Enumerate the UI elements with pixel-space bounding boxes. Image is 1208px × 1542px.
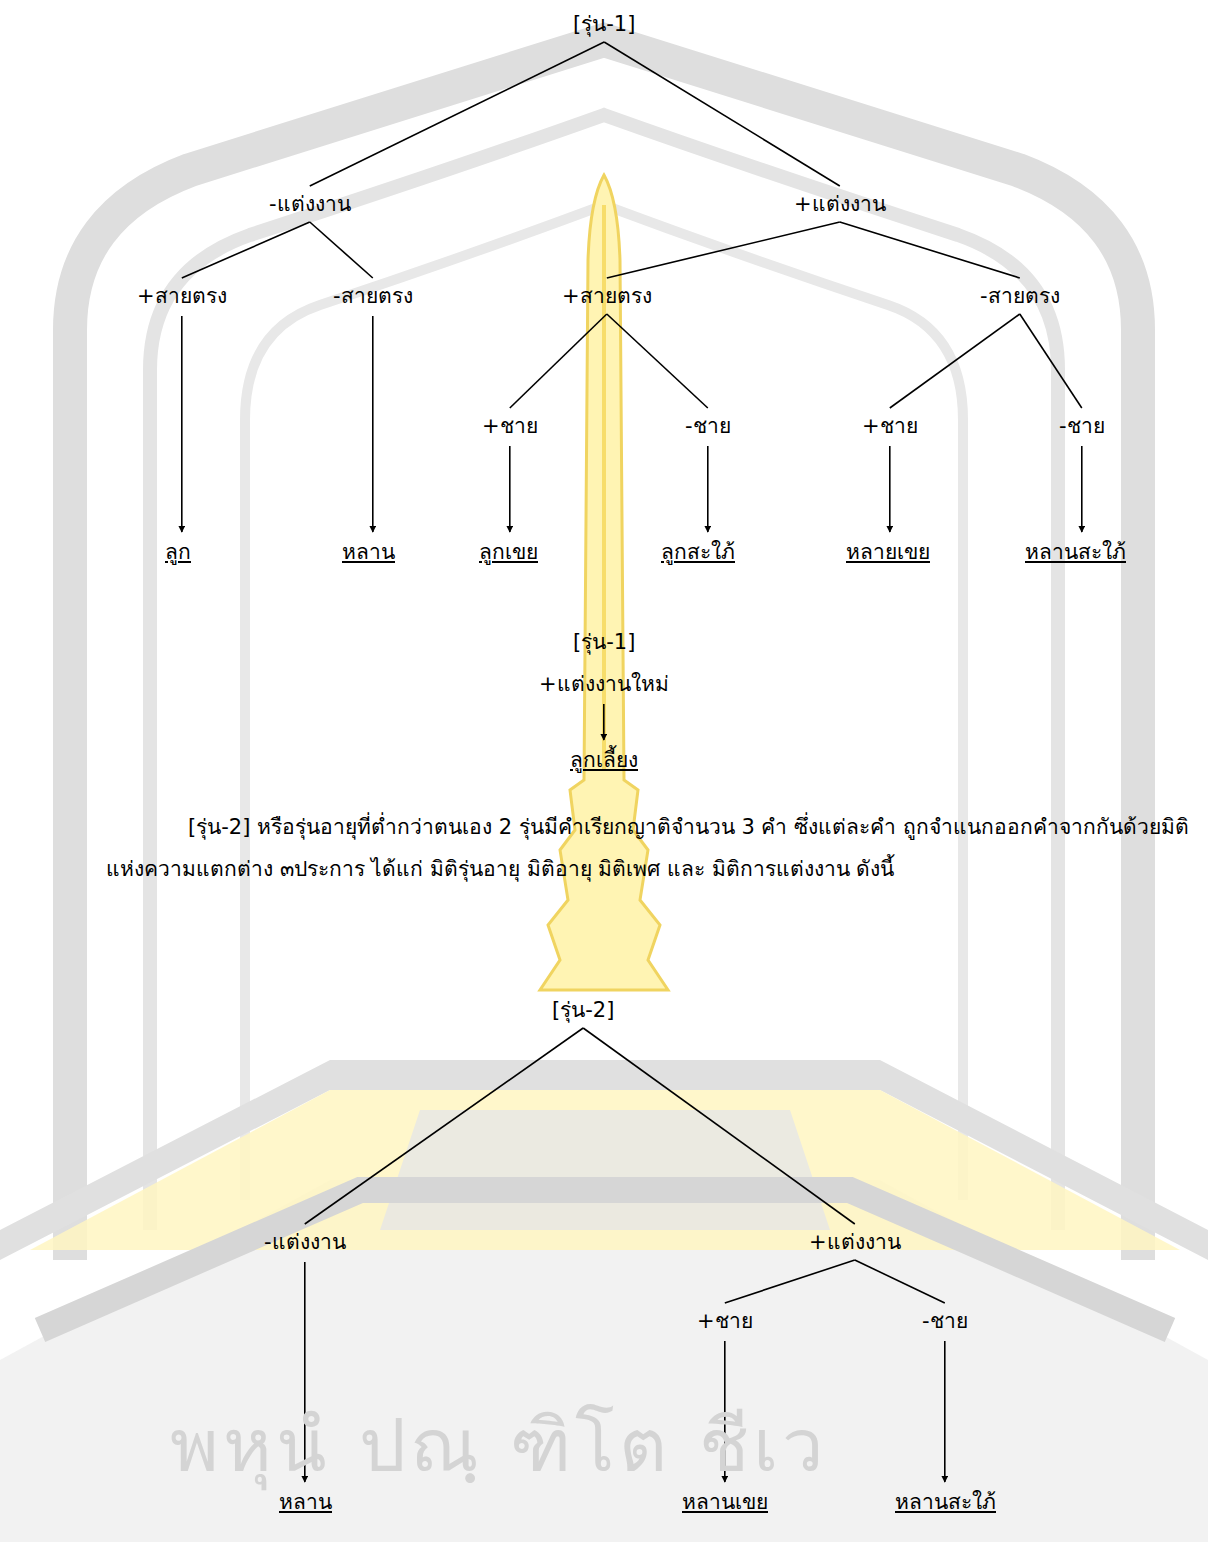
feature-node: +ชาย	[858, 410, 922, 442]
arrow-line	[509, 446, 511, 532]
node-text: [รุ่น-1]	[573, 12, 635, 36]
arrow-line	[603, 704, 605, 740]
node-text: หลาน	[342, 540, 395, 564]
kin-term: หลานเขย	[678, 1486, 772, 1518]
node-text: -แต่งงาน	[264, 1230, 346, 1254]
node-text: +แต่งงาน	[794, 192, 886, 216]
feature-node: -ชาย	[681, 410, 735, 442]
feature-node: -สายตรง	[976, 280, 1064, 312]
kin-term: ลูก	[161, 536, 195, 568]
node-text: -ชาย	[685, 414, 731, 438]
node-text: +ชาย	[697, 1309, 753, 1333]
node-text: หลานเขย	[682, 1490, 768, 1514]
node-text: [รุ่น-1]	[573, 630, 635, 654]
feature-node: [รุ่น-1]	[569, 626, 639, 658]
node-text: +แต่งงานใหม่	[539, 672, 669, 696]
node-text: +แต่งงาน	[809, 1230, 901, 1254]
arrow-line	[889, 446, 891, 532]
node-text: +ชาย	[482, 414, 538, 438]
arrow-line	[1081, 446, 1083, 532]
node-text: -ชาย	[1059, 414, 1105, 438]
node-text: -สายตรง	[980, 284, 1060, 308]
node-text: หลาน	[279, 1490, 332, 1514]
branch-line	[855, 1260, 945, 1303]
node-text: หลานสะใภ้	[1025, 540, 1126, 564]
node-text: -แต่งงาน	[269, 192, 351, 216]
feature-node: -ชาย	[918, 1305, 972, 1337]
node-text: หลานสะใภ้	[895, 1490, 996, 1514]
branch-line	[607, 222, 840, 278]
feature-node: +แต่งงานใหม่	[535, 668, 673, 700]
branch-line	[583, 1028, 855, 1224]
node-text: หลายเขย	[846, 540, 930, 564]
branch-line	[305, 1028, 583, 1224]
feature-node: -แต่งงาน	[265, 188, 355, 220]
body-paragraph: [รุ่น-2] หรือรุ่นอายุที่ต่ำกว่าตนเอง 2 ร…	[106, 806, 1200, 890]
node-text: +ชาย	[862, 414, 918, 438]
feature-node: -สายตรง	[329, 280, 417, 312]
feature-node: [รุ่น-2]	[548, 994, 618, 1026]
node-text: ลูก	[165, 540, 191, 564]
arrow-line	[181, 316, 183, 532]
kin-term: หลาน	[338, 536, 399, 568]
arrow-line	[944, 1341, 946, 1482]
node-text: +สายตรง	[137, 284, 227, 308]
node-text: +สายตรง	[562, 284, 652, 308]
feature-node: [รุ่น-1]	[569, 8, 639, 40]
branch-line	[182, 222, 310, 278]
feature-node: -แต่งงาน	[260, 1226, 350, 1258]
feature-node: -ชาย	[1055, 410, 1109, 442]
branch-line	[510, 314, 607, 408]
feature-node: +สายตรง	[558, 280, 656, 312]
feature-node: +ชาย	[478, 410, 542, 442]
feature-node: +แต่งงาน	[805, 1226, 905, 1258]
kin-term: หลาน	[275, 1486, 336, 1518]
branch-line	[725, 1260, 855, 1303]
node-text: ลูกเขย	[479, 540, 538, 564]
kin-term: ลูกเลี้ยง	[566, 744, 642, 776]
watermark-motto: พหุนํ ปณฺ ฑิโต ชีเว	[170, 1400, 828, 1490]
feature-node: +สายตรง	[133, 280, 231, 312]
node-text: ลูกสะใภ้	[661, 540, 735, 564]
branch-line	[1020, 314, 1082, 408]
arrow-line	[707, 446, 709, 532]
branch-line	[310, 42, 604, 186]
branch-line	[607, 314, 708, 408]
branch-line	[890, 314, 1020, 408]
node-text: ลูกเลี้ยง	[570, 748, 638, 772]
arrow-line	[372, 316, 374, 532]
node-text: [รุ่น-2]	[552, 998, 614, 1022]
feature-node: +ชาย	[693, 1305, 757, 1337]
branch-line	[604, 42, 840, 186]
kin-term: หลานสะใภ้	[891, 1486, 1000, 1518]
kin-term: ลูกสะใภ้	[657, 536, 739, 568]
kin-term: หลายเขย	[842, 536, 934, 568]
kin-term: หลานสะใภ้	[1021, 536, 1130, 568]
feature-node: +แต่งงาน	[790, 188, 890, 220]
branch-line	[310, 222, 373, 278]
kin-term: ลูกเขย	[475, 536, 542, 568]
node-text: -สายตรง	[333, 284, 413, 308]
branch-line	[840, 222, 1020, 278]
node-text: -ชาย	[922, 1309, 968, 1333]
